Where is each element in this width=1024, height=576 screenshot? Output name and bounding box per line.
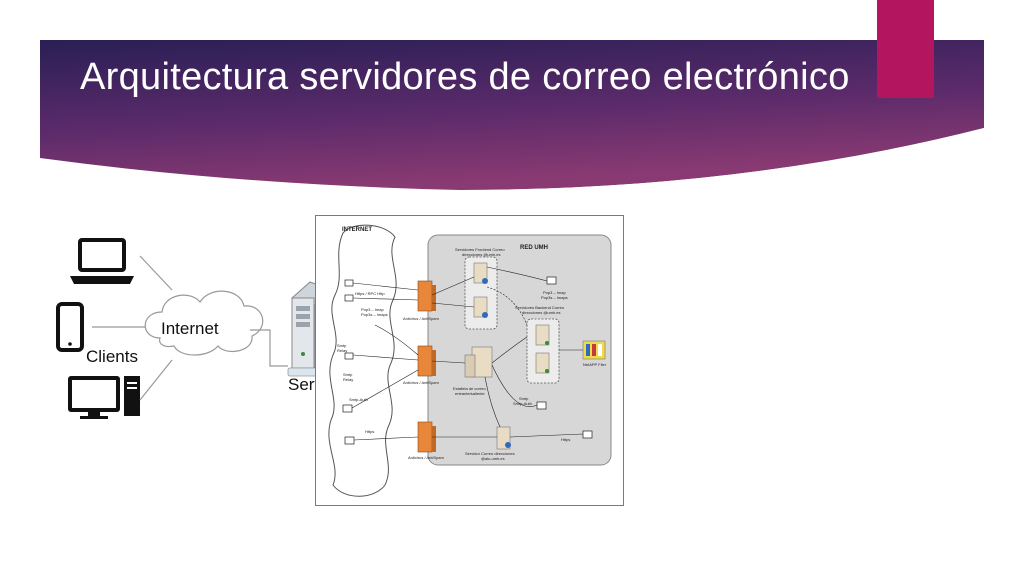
staging-label-1: Estafeta de correo (453, 386, 486, 391)
conn-pop3-2: Pop3s – Imaps (361, 312, 388, 317)
backend-label-1: Servidores Backend Correo (515, 305, 565, 310)
cloud-label: Internet (161, 319, 219, 338)
staging-server-icon (464, 346, 493, 378)
conn-https-rpc: Https / RPC Http (355, 291, 385, 296)
left-diagram: Clients Internet Server (56, 238, 338, 419)
frontend-server-2-icon (473, 296, 488, 318)
slide-title: Arquitectura servidores de correo electr… (80, 56, 850, 98)
antispam-label-1: Antivirus / AntiSpam (403, 316, 439, 321)
desktop-icon (68, 376, 140, 419)
frontend-label-2: direcciones @umh.es (462, 252, 501, 257)
netapp-label: NetAPP Filer (583, 362, 607, 367)
netapp-filer-icon (582, 340, 606, 360)
internet-label: INTERNET (342, 227, 372, 233)
conn-https-right: Https (561, 437, 570, 442)
alu-server-icon (496, 426, 511, 450)
conn-smtp-relay-1: Smtp (337, 343, 347, 348)
conn-smtp-auth-right-1: Smtp (519, 396, 529, 401)
antispam-1-icon (417, 280, 436, 312)
laptop-small-icon (342, 276, 593, 445)
laptop-icon (70, 238, 134, 284)
clients-label: Clients (86, 347, 138, 366)
alu-label-1: Servidor Correo direcciones (465, 451, 515, 456)
staging-label-2: entrante/saliente (455, 391, 485, 396)
cloud-icon (144, 290, 264, 356)
antispam-label-2: Antivirus / AntiSpam (403, 380, 439, 385)
conn-pop3-right-1: Pop3 – Imap (543, 290, 566, 295)
backend-label-2: direcciones @umh.es (522, 310, 561, 315)
backend-server-2-icon (535, 352, 550, 374)
architecture-diagram: INTERNET RED UMH Servidores Frontend Cor… (315, 215, 624, 506)
antispam-label-3: Antivirus / AntiSpam (408, 455, 444, 460)
red-umh-label: RED UMH (520, 245, 548, 251)
conn-smtp-auth: Smtp-Auth (349, 397, 368, 402)
conn-smtp-auth-right-2: Smtp-Auth (513, 401, 532, 406)
accent-tab (877, 0, 934, 98)
title-banner (40, 40, 984, 190)
alu-label-2: @alu.umh.es (481, 456, 505, 461)
backend-server-1-icon (535, 324, 550, 346)
conn-smtp-relay-2: Relay (337, 348, 347, 353)
frontend-label-1: Servidores Frontend Correo (455, 247, 505, 252)
conn-smtp-relay2-1: Smtp (343, 372, 353, 377)
conn-pop3-1: Pop3 – Imap (361, 307, 384, 312)
smartphone-icon (56, 302, 84, 352)
frontend-server-1-icon (473, 262, 488, 284)
conn-smtp-relay2-2: Relay (343, 377, 353, 382)
conn-https-left: Https (365, 429, 374, 434)
conn-pop3-right-2: Pop3s – Imaps (541, 295, 568, 300)
